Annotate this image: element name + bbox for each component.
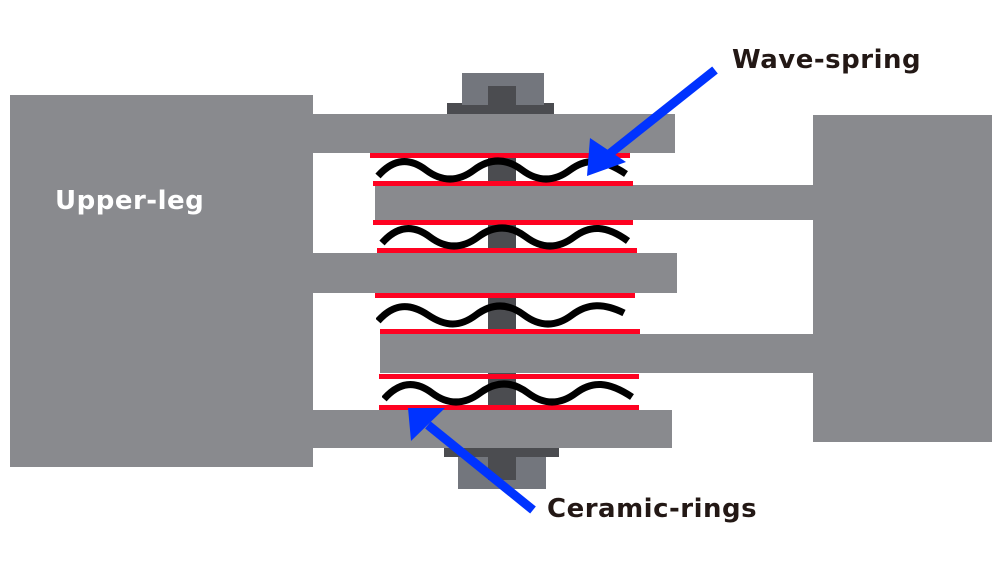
- upper-leg-block: [10, 95, 313, 467]
- plate-5-upper: [300, 410, 672, 448]
- top-nut-washer: [447, 103, 554, 114]
- wave-spring-2: [379, 224, 631, 250]
- plate-4-lower: [380, 334, 830, 373]
- plate-3-upper: [295, 253, 677, 293]
- upper-leg-label: Upper-leg: [55, 186, 205, 216]
- bolt-shaft-segment: [488, 373, 516, 410]
- ceramic-ring: [370, 153, 630, 158]
- ceramic-ring: [379, 374, 639, 379]
- ceramic-ring: [377, 248, 637, 253]
- ceramic-ring: [373, 220, 633, 225]
- ceramic-rings-arrow: [408, 408, 536, 514]
- ceramic-ring: [380, 329, 640, 334]
- top-bolt-head: [488, 86, 516, 106]
- plate-2-lower: [375, 185, 830, 220]
- bottom-nut-washer: [444, 448, 559, 457]
- wave-spring-arrow: [587, 66, 718, 176]
- ceramic-ring: [375, 293, 635, 298]
- wave-spring-1: [375, 157, 628, 183]
- ceramic-rings-label: Ceramic-rings: [547, 494, 758, 524]
- wave-spring-label: Wave-spring: [732, 45, 922, 75]
- bolt-shaft-segment: [488, 293, 516, 334]
- ceramic-ring: [373, 181, 633, 186]
- ceramic-ring: [379, 405, 639, 410]
- wave-spring-4: [382, 380, 634, 406]
- plate-1-upper: [160, 114, 675, 153]
- wave-spring-3: [376, 302, 626, 328]
- lower-leg-block: [813, 115, 992, 442]
